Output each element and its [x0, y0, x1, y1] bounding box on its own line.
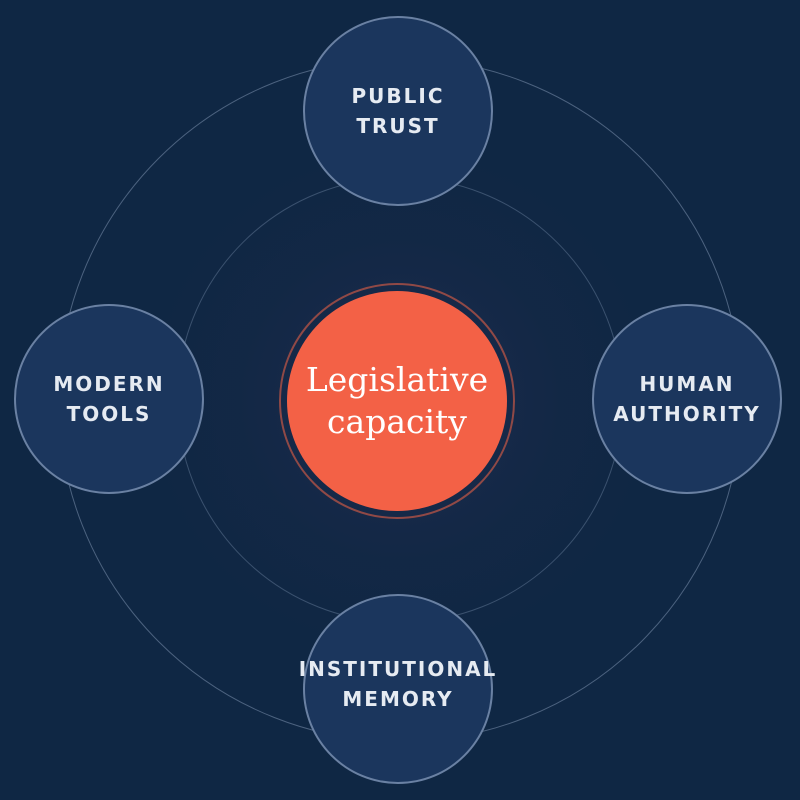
center-halo-ring [279, 283, 515, 519]
node-modern-tools-label: MODERN TOOLS [53, 372, 165, 426]
node-public-trust: PUBLIC TRUST [303, 16, 493, 206]
node-institutional-memory-label: INSTITUTIONAL MEMORY [298, 657, 498, 711]
node-human-authority: HUMAN AUTHORITY [592, 304, 782, 494]
center-node-label: Legislative capacity [305, 360, 489, 441]
node-modern-tools: MODERN TOOLS [14, 304, 204, 494]
node-public-trust-label: PUBLIC TRUST [351, 84, 445, 138]
node-institutional-memory: INSTITUTIONAL MEMORY [299, 594, 495, 784]
center-node: Legislative capacity [287, 291, 507, 511]
node-human-authority-label: HUMAN AUTHORITY [613, 372, 761, 426]
